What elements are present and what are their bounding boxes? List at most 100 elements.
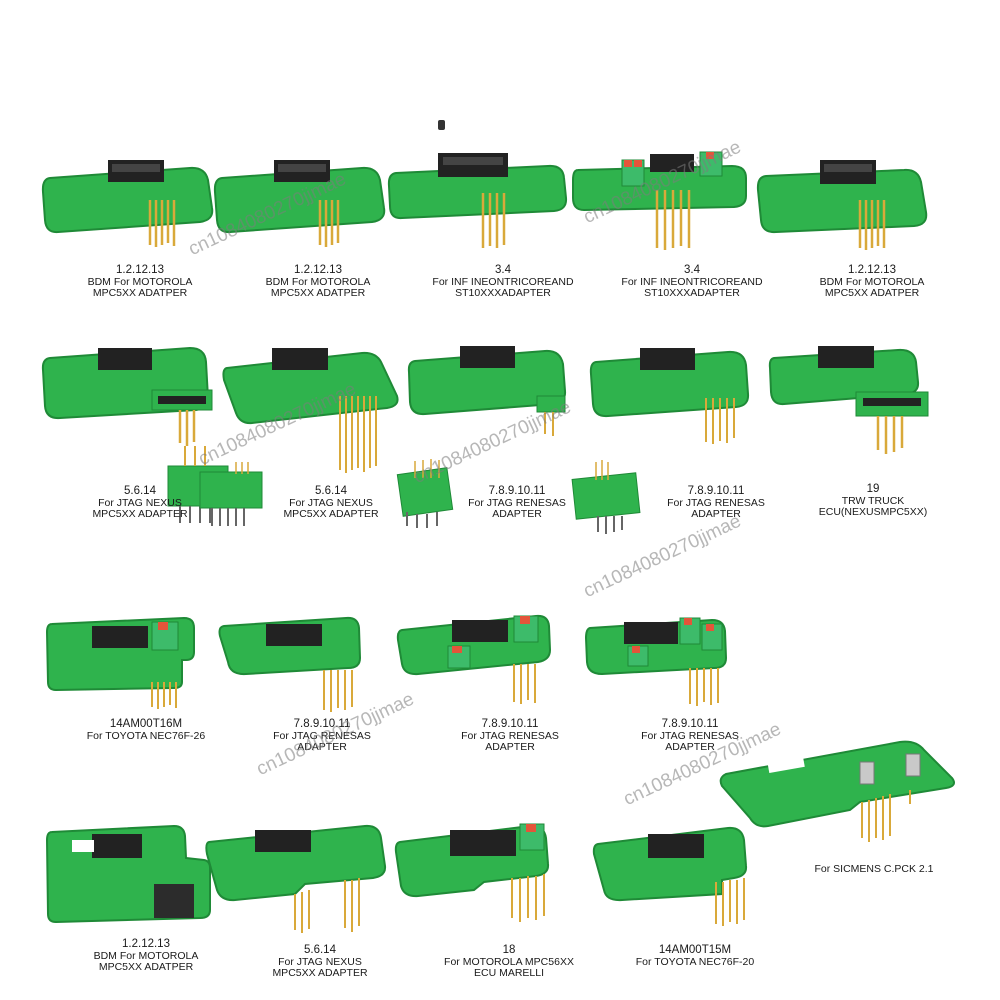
caption-line: BDM For MOTOROLA — [93, 950, 199, 962]
caption-number: 1.2.12.13 — [294, 264, 342, 276]
caption-line: For TOYOTA NEC76F-26 — [86, 730, 206, 742]
caption-line: ST10XXXADAPTER — [455, 287, 551, 299]
adapter-board-r3c3 — [396, 608, 556, 708]
caption-line: For MOTOROLA MPC56XX — [444, 956, 574, 968]
caption-r2c2: 5.6.14 For JTAG NEXUS MPC5XX ADAPTER — [231, 485, 431, 520]
caption-line: MPC5XX ADAPTER — [283, 508, 379, 520]
caption-r4c3: 18 For MOTOROLA MPC56XX ECU MARELLI — [409, 944, 609, 979]
adapter-board-r2c5 — [768, 332, 938, 462]
adapter-board-r2c1-illustration — [41, 346, 229, 523]
caption-line: MPC5XX ADATPER — [92, 287, 188, 299]
caption-r2c4: 7.8.9.10.11 For JTAG RENESAS ADAPTER — [616, 485, 816, 520]
adapter-board-r4c1 — [44, 820, 214, 930]
loose-connector-part — [438, 120, 445, 130]
adapter-board-r1c2-illustration — [213, 160, 386, 247]
caption-line: ST10XXXADAPTER — [644, 287, 740, 299]
adapter-board-r1c5-illustration — [756, 160, 928, 250]
adapter-board-r4c1-illustration — [45, 824, 211, 924]
caption-number: 7.8.9.10.11 — [293, 718, 351, 730]
caption-line: ECU(NEXUSMPC5XX) — [818, 506, 928, 518]
caption-line: TRW TRUCK — [841, 495, 905, 507]
caption-line: BDM For MOTOROLA — [265, 276, 371, 288]
adapter-board-r4c2 — [205, 818, 395, 938]
adapter-board-r1c1 — [40, 150, 220, 250]
caption-number: 1.2.12.13 — [116, 264, 164, 276]
adapter-board-r3c2 — [216, 610, 376, 712]
caption-line: For SICMENS C.PCK 2.1 — [814, 863, 934, 875]
caption-r2c3: 7.8.9.10.11 For JTAG RENESAS ADAPTER — [417, 485, 617, 520]
caption-line: For JTAG RENESAS — [667, 497, 765, 509]
caption-line: For JTAG NEXUS — [98, 497, 182, 509]
caption-line: For JTAG RENESAS — [273, 730, 371, 742]
caption-number: 1.2.12.13 — [122, 938, 170, 950]
caption-r1c1: 1.2.12.13 BDM For MOTOROLA MPC5XX ADATPE… — [40, 264, 240, 299]
adapter-board-r4c2-illustration — [205, 824, 387, 933]
adapter-board-r2c3-illustration — [396, 346, 567, 528]
adapter-board-r3c5 — [719, 738, 960, 848]
caption-line: MPC5XX ADATPER — [270, 287, 366, 299]
adapter-board-r2c2 — [222, 338, 412, 478]
caption-line: ADAPTER — [492, 508, 542, 520]
adapter-board-r3c4-illustration — [584, 617, 728, 706]
caption-number: 7.8.9.10.11 — [687, 485, 745, 497]
caption-line: MPC5XX ADATPER — [98, 961, 194, 973]
adapter-board-r2c4 — [588, 338, 768, 448]
caption-r1c2: 1.2.12.13 BDM For MOTOROLA MPC5XX ADATPE… — [218, 264, 418, 299]
adapter-board-r2c1 — [40, 338, 230, 528]
caption-number: 7.8.9.10.11 — [481, 718, 539, 730]
adapter-board-r2c7-illustration — [199, 462, 263, 526]
caption-number: 3.4 — [495, 264, 511, 276]
adapter-board-r3c1-illustration — [45, 616, 195, 709]
adapter-board-r2c3 — [396, 336, 585, 536]
caption-r3c1: 14AM00T16M For TOYOTA NEC76F-26 — [46, 718, 246, 742]
caption-line: ADAPTER — [665, 741, 715, 753]
adapter-board-r4c3-illustration — [394, 823, 550, 922]
adapter-board-r3c1 — [44, 612, 204, 712]
caption-line: For INF INEONTRICOREAND — [621, 276, 763, 288]
caption-number: 1.2.12.13 — [848, 264, 896, 276]
caption-line: ECU MARELLI — [473, 967, 545, 979]
adapter-board-r1c3-illustration — [387, 153, 568, 248]
caption-line: For JTAG RENESAS — [461, 730, 559, 742]
caption-line: ADAPTER — [297, 741, 347, 753]
adapter-board-r2c6 — [566, 460, 656, 540]
caption-r3c3: 7.8.9.10.11 For JTAG RENESAS ADAPTER — [410, 718, 610, 753]
caption-line: BDM For MOTOROLA — [819, 276, 925, 288]
adapter-board-r2c4-illustration — [589, 348, 750, 444]
caption-line: For JTAG RENESAS — [468, 497, 566, 509]
caption-number: 14AM00T15M — [658, 944, 732, 956]
adapter-board-r3c2-illustration — [218, 616, 362, 712]
caption-line: For JTAG RENESAS — [641, 730, 739, 742]
adapter-board-r2c2-illustration — [222, 348, 399, 473]
adapter-board-r4c4 — [592, 820, 762, 930]
adapter-board-r1c5 — [756, 150, 936, 250]
caption-r3c4: 7.8.9.10.11 For JTAG RENESAS ADAPTER — [590, 718, 790, 753]
caption-r4c1: 1.2.12.13 BDM For MOTOROLA MPC5XX ADATPE… — [46, 938, 246, 973]
caption-number: 7.8.9.10.11 — [661, 718, 719, 730]
adapter-board-r1c4-illustration — [572, 151, 747, 250]
caption-r2c5: 19 TRW TRUCK ECU(NEXUSMPC5XX) — [773, 483, 973, 518]
caption-line: ADAPTER — [485, 741, 535, 753]
caption-line: For JTAG NEXUS — [289, 497, 373, 509]
adapter-board-r1c3 — [387, 148, 573, 248]
caption-line: For TOYOTA NEC76F-20 — [635, 956, 755, 968]
caption-r2c1: 5.6.14 For JTAG NEXUS MPC5XX ADAPTER — [40, 485, 240, 520]
adapter-board-r2c6-illustration — [571, 460, 641, 534]
caption-line: MPC5XX ADAPTER — [272, 967, 368, 979]
caption-line: For JTAG NEXUS — [278, 956, 362, 968]
adapter-board-r3c5-illustration — [719, 740, 955, 842]
adapter-board-r2c5-illustration — [768, 346, 929, 454]
adapter-board-r1c4 — [572, 148, 752, 258]
caption-line: MPC5XX ADAPTER — [92, 508, 188, 520]
caption-number: 14AM00T16M — [109, 718, 183, 730]
caption-number: 18 — [502, 944, 516, 956]
adapter-board-r4c3 — [394, 818, 564, 928]
caption-r1c4: 3.4 For INF INEONTRICOREAND ST10XXXADAPT… — [592, 264, 792, 299]
adapter-board-r3c4 — [584, 610, 734, 710]
caption-r4c2: 5.6.14 For JTAG NEXUS MPC5XX ADAPTER — [220, 944, 420, 979]
caption-r1c5: 1.2.12.13 BDM For MOTOROLA MPC5XX ADATPE… — [772, 264, 972, 299]
caption-number: 19 — [866, 483, 880, 495]
adapter-board-r3c3-illustration — [396, 614, 552, 704]
caption-number: 5.6.14 — [304, 944, 336, 956]
caption-r3c5: For SICMENS C.PCK 2.1 — [774, 864, 974, 875]
